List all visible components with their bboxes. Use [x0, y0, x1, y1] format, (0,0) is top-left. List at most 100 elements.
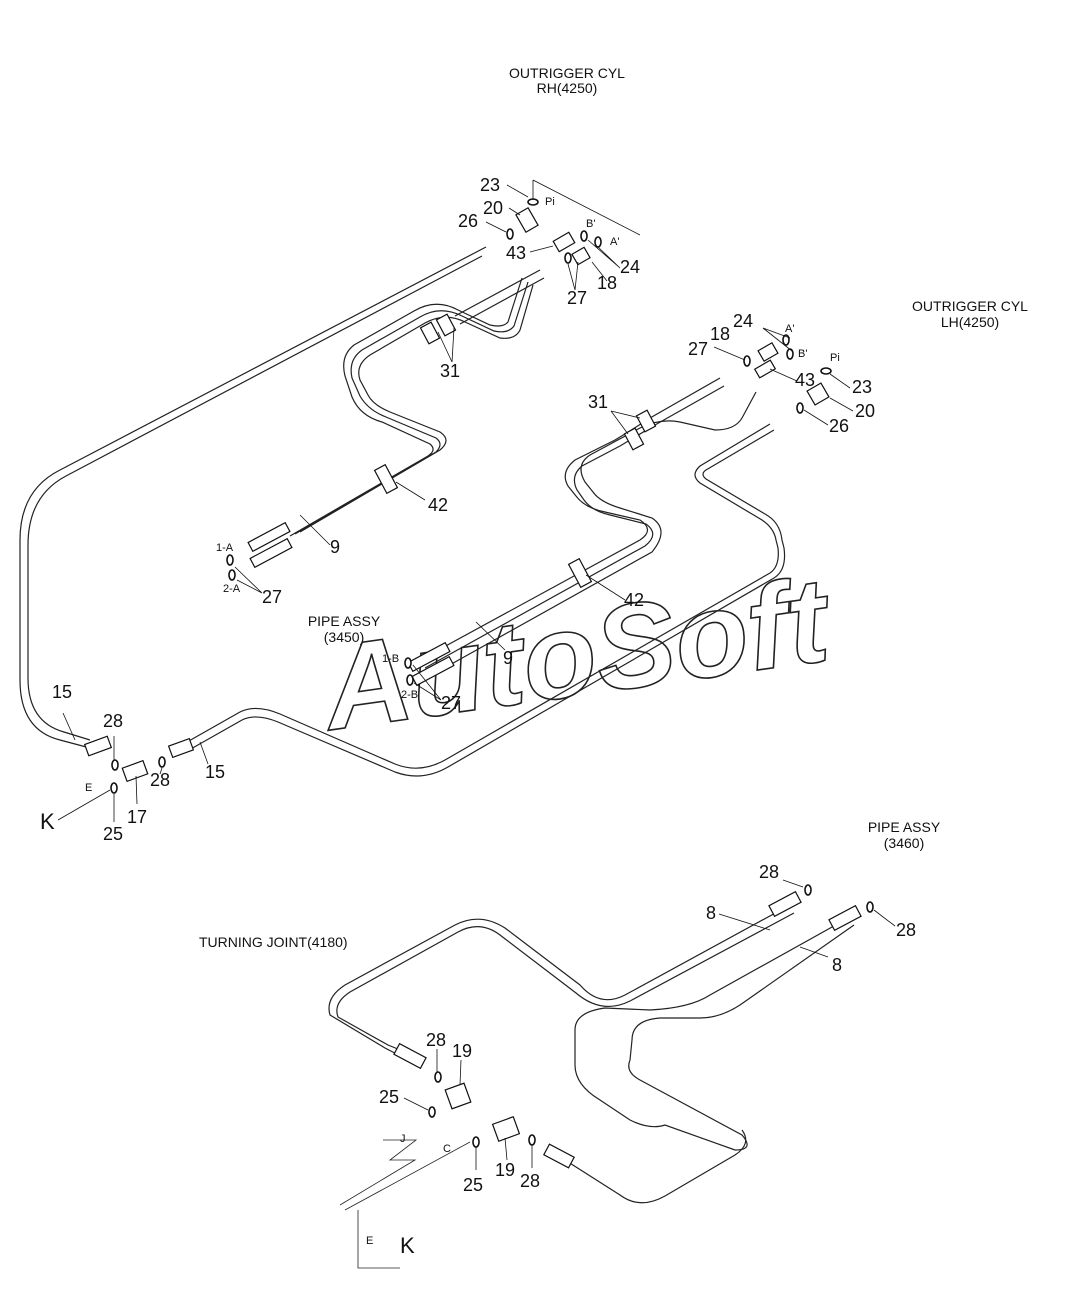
part-31-rh: 31 [440, 361, 460, 381]
leader-lines [57, 184, 896, 1170]
oring-24-rh-b [580, 230, 588, 242]
port-1a: 1-A [216, 542, 234, 554]
hose-9-rh-top [454, 269, 541, 317]
part-19-tj-top: 19 [452, 1041, 472, 1061]
fitting-8-top [768, 890, 802, 918]
tee-17 [121, 759, 149, 783]
part-26-rh: 26 [458, 211, 478, 231]
header-outrigger-rh-line1: OUTRIGGER CYL [509, 65, 625, 81]
oring-25-top [110, 782, 118, 794]
oring-26-rh [506, 228, 514, 240]
oring-27-rh [564, 252, 572, 264]
hose-9-rh-a [299, 284, 534, 533]
header-outrigger-rh-line2: RH(4250) [537, 80, 598, 96]
port-2b: 2-B [401, 689, 418, 701]
hose-end-2b [411, 655, 455, 687]
part-19-tj-bottom: 19 [495, 1160, 515, 1180]
clamp-31-rh-b [419, 321, 441, 345]
part-28-tj-bottom: 28 [520, 1171, 540, 1191]
hose-8-lower-a [328, 904, 791, 1063]
port-c: C [443, 1143, 451, 1155]
elbow-19-tj-top [444, 1082, 472, 1110]
fitting-43-lh [753, 359, 777, 379]
part-27-lh: 27 [688, 339, 708, 359]
part-28-pa-right: 28 [896, 920, 916, 940]
part-15-right: 15 [205, 762, 225, 782]
part-43-rh: 43 [506, 243, 526, 263]
oring-2b [406, 674, 414, 686]
part-31-lh: 31 [588, 392, 608, 412]
hose-end-1a [247, 521, 291, 553]
part-43-lh: 43 [795, 370, 815, 390]
part-42-rh: 42 [428, 495, 448, 515]
oring-1a [226, 554, 234, 566]
clamp-31-lh-a [635, 409, 657, 433]
port-b-lh: B' [798, 348, 807, 360]
hose-8-lower-b [574, 916, 855, 1151]
hose-end-2a [249, 537, 293, 569]
port-2a: 2-A [223, 583, 241, 595]
part-18-rh: 18 [597, 273, 617, 293]
oring-25-tj-top [428, 1106, 436, 1118]
oring-24-lh-b [786, 348, 794, 360]
oring-24-rh-a [594, 236, 602, 248]
fitting-8-bottom [828, 904, 862, 932]
hose-9-rh-b [294, 281, 529, 535]
part-18-lh: 18 [710, 324, 730, 344]
part-9-b: 9 [503, 648, 513, 668]
hose-15-left [19, 246, 487, 749]
pi-line-rh [532, 179, 641, 236]
oring-27-lh [743, 355, 751, 367]
fitting-tj-bottom [543, 1143, 575, 1169]
port-b-rh: B' [586, 218, 595, 230]
part-20-rh: 20 [483, 198, 503, 218]
oring-26-lh [796, 402, 804, 414]
part-28-left: 28 [103, 711, 123, 731]
part-26-lh: 26 [829, 416, 849, 436]
header-pipe-assy-3450-line2: (3450) [324, 629, 364, 645]
hose-15-left-inner [27, 255, 483, 741]
port-a-rh: A' [610, 236, 619, 248]
label-k-bottom: K [400, 1233, 415, 1258]
oring-28-pa-right [866, 901, 874, 913]
fitting-43-rh [552, 231, 576, 253]
oring-23-lh [820, 367, 832, 375]
port-pi-lh: Pi [830, 352, 840, 364]
fitting-18-lh [757, 341, 779, 363]
hose-8-lower-c [564, 1129, 747, 1204]
part-23-lh: 23 [852, 377, 872, 397]
part-25-tj-top: 25 [379, 1087, 399, 1107]
header-outrigger-lh-line1: OUTRIGGER CYL [912, 298, 1028, 314]
label-k-top: K [40, 809, 55, 834]
port-e-top: E [85, 782, 92, 794]
part-25-top: 25 [103, 824, 123, 844]
oring-28-tj-top [434, 1071, 442, 1083]
oring-28-left [111, 759, 119, 771]
hose-8-lower-a-inner [336, 912, 795, 1057]
hose-9-lh-c [429, 391, 757, 677]
header-turning-joint: TURNING JOINT(4180) [199, 934, 348, 950]
part-8-bottom: 8 [832, 955, 842, 975]
fitting-18-rh [571, 246, 591, 266]
oring-2a [228, 569, 236, 581]
part-27-rh: 27 [567, 288, 587, 308]
hose-9-rh-c [289, 277, 523, 537]
hose-15-right-inner [181, 429, 786, 777]
port-a-lh: A' [785, 323, 794, 335]
hose-15-right [179, 423, 779, 769]
elbow-19-tj-bottom [491, 1116, 521, 1142]
part-9-a: 9 [330, 537, 340, 557]
oring-28-tj-bottom [528, 1134, 536, 1146]
hose-9-rh-top2 [459, 277, 545, 325]
part-23-rh: 23 [480, 175, 500, 195]
header-pipe-assy-3460-line1: PIPE ASSY [868, 819, 941, 835]
oring-25-tj-bottom [472, 1136, 480, 1148]
part-27-a: 27 [262, 587, 282, 607]
port-1b: 1-B [382, 653, 399, 665]
clamp-31-lh-b [623, 427, 645, 451]
part-24-rh: 24 [620, 257, 640, 277]
part-28-mid: 28 [150, 770, 170, 790]
elbow-20-rh [515, 207, 539, 233]
